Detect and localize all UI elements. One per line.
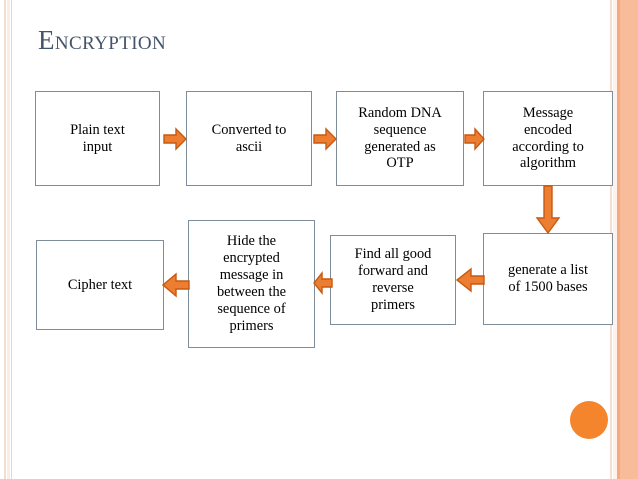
arrow-generate-to-primers-icon	[455, 267, 485, 293]
flow-box-label: Cipher text	[67, 276, 133, 293]
arrow-hide-to-cipher-icon	[162, 272, 190, 298]
arrow-message-to-generate-icon	[534, 185, 562, 235]
frame-stripe-left	[7, 0, 10, 479]
frame-stripe-right	[620, 0, 638, 479]
accent-circle-decoration	[570, 401, 608, 439]
page-title: Encryption	[38, 25, 167, 55]
frame-stripe-left	[11, 0, 12, 479]
arrow-primers-to-hide-icon	[313, 271, 333, 295]
frame-stripe-left	[4, 0, 6, 479]
flow-box-cipher-text: Cipher text	[36, 240, 164, 330]
arrow-dna-to-message-icon	[464, 127, 485, 151]
frame-stripe-right	[613, 0, 617, 479]
arrow-plain-to-ascii-icon	[163, 127, 187, 151]
frame-stripe-right	[617, 0, 620, 479]
arrow-ascii-to-dna-icon	[313, 127, 337, 151]
